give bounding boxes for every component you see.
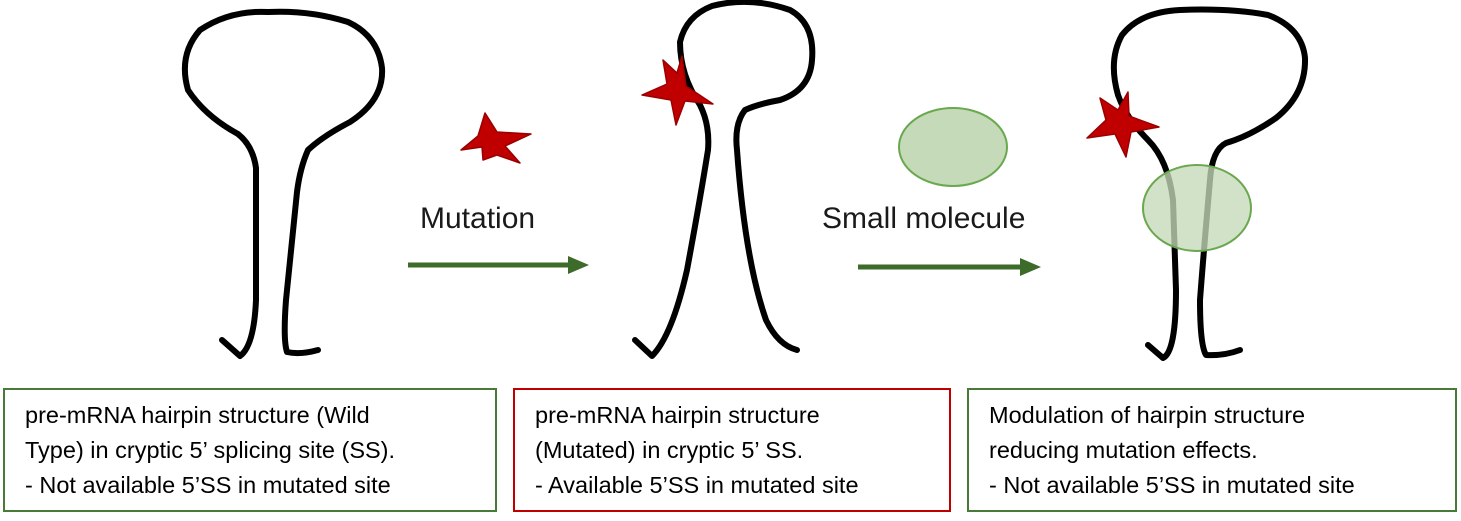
green-ellipse-icon bbox=[898, 107, 1008, 187]
small-molecule-arrow bbox=[858, 258, 1041, 276]
red-star-icon bbox=[1086, 91, 1160, 158]
caption-line: Modulation of hairpin structure bbox=[989, 402, 1306, 428]
caption-line: pre-mRNA hairpin structure (Wild bbox=[25, 402, 370, 428]
mutation-label: Mutation bbox=[420, 202, 535, 235]
caption-line: Type) in cryptic 5’ splicing site (SS). bbox=[25, 437, 396, 463]
hairpin-mutated bbox=[632, 0, 816, 359]
hairpin-modulated bbox=[1110, 6, 1309, 361]
caption-line: reducing mutation effects. bbox=[989, 437, 1258, 463]
green-ellipse-icon bbox=[1142, 164, 1252, 252]
caption-line: - Not available 5’SS in mutated site bbox=[989, 472, 1355, 498]
caption-line: pre-mRNA hairpin structure bbox=[535, 402, 820, 428]
caption-mutated: pre-mRNA hairpin structure (Mutated) in … bbox=[513, 388, 951, 512]
caption-modulated: Modulation of hairpin structure reducing… bbox=[967, 388, 1457, 512]
hairpin-wild-type bbox=[181, 8, 386, 359]
red-star-icon bbox=[460, 112, 532, 164]
red-star-icon bbox=[641, 55, 714, 126]
caption-wild-type: pre-mRNA hairpin structure (Wild Type) i… bbox=[3, 388, 497, 512]
caption-line: - Not available 5’SS in mutated site bbox=[25, 472, 391, 498]
caption-line: (Mutated) in cryptic 5’ SS. bbox=[535, 437, 804, 463]
caption-line: - Available 5’SS in mutated site bbox=[535, 472, 859, 498]
mutation-arrow bbox=[408, 256, 589, 274]
small-molecule-label: Small molecule bbox=[822, 202, 1025, 235]
